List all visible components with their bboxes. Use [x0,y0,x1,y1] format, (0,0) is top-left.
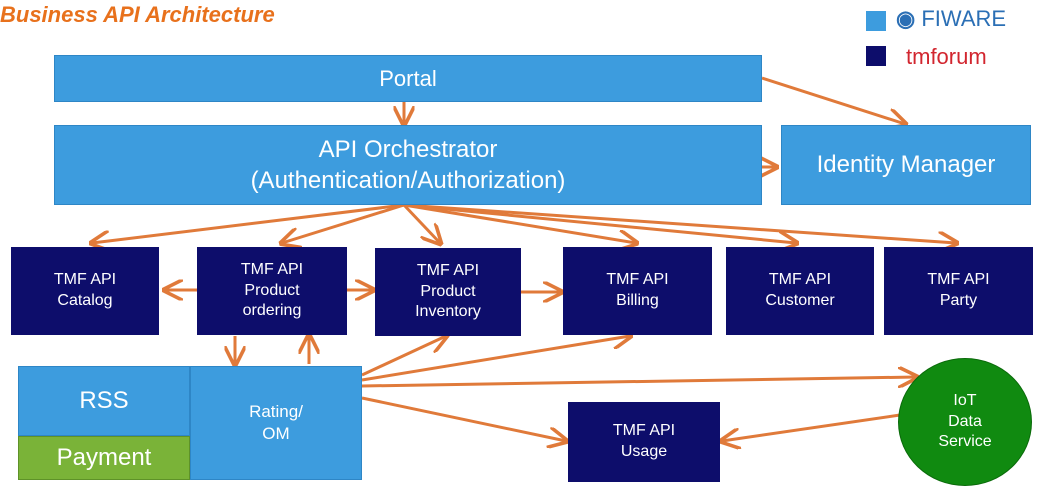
fiware-swirl-icon: ◉ [896,6,916,31]
api-orchestrator-box: API Orchestrator (Authentication/Authori… [54,125,762,205]
rating-om-box: Rating/ OM [190,366,362,480]
arrow-rating-billing [361,336,630,382]
arrow-iot-usage [722,413,901,441]
tmf-usage-box: TMF API Usage [568,402,720,482]
tmf-product-inventory-box: TMF API Product Inventory [375,248,521,336]
tmf-product-ordering-box: TMF API Product ordering [197,247,347,335]
tmf-customer-box: TMF API Customer [726,247,874,335]
portal-box: Portal [54,55,762,102]
tmf-billing-box: TMF API Billing [563,247,712,335]
tmf-catalog-box: TMF API Catalog [11,247,159,335]
page-title: Business API Architecture [0,2,275,27]
arrow-orch-ordering [282,203,405,243]
identity-manager-box: Identity Manager [781,125,1031,205]
fiware-logo-text: FIWARE [921,6,1007,31]
payment-box: Payment [18,436,190,480]
tmf-party-box: TMF API Party [884,247,1033,335]
arrow-orch-inventory [402,203,440,243]
rss-box: RSS [18,366,190,436]
tmforum-logo: tmforum [906,44,987,69]
legend-fiware-swatch [866,11,886,31]
arrow-orch-party [403,203,956,243]
fiware-logo: ◉ FIWARE [896,6,1006,32]
arrow-rating-inventory [361,336,446,377]
arrow-orch-customer [403,203,796,243]
legend-tmforum-swatch [866,46,886,66]
arrow-orch-billing [403,203,636,243]
arrow-orch-catalog [92,203,405,243]
arrow-rating-iot [361,377,916,386]
arrow-rating-usage [361,396,566,441]
iot-data-service-circle: IoT Data Service [898,358,1032,486]
arrow-portal-identity [761,76,905,124]
